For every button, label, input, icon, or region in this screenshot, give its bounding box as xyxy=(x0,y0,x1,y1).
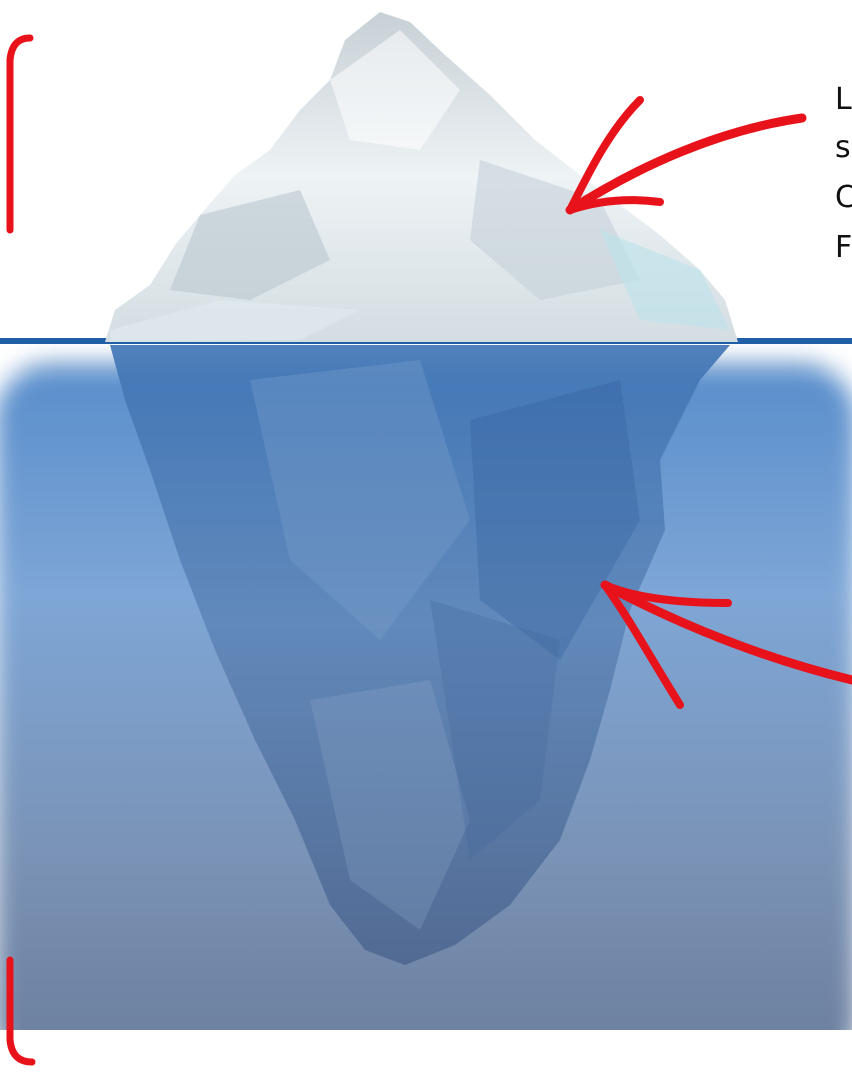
bottom-fade xyxy=(0,1030,852,1073)
cut-text-line-3: C xyxy=(835,180,852,216)
cut-text-line-4: F xyxy=(835,230,852,266)
bracket-icon-top xyxy=(10,38,30,230)
cut-text-line-1: L xyxy=(835,82,852,118)
cut-text-line-2: s xyxy=(835,130,851,166)
